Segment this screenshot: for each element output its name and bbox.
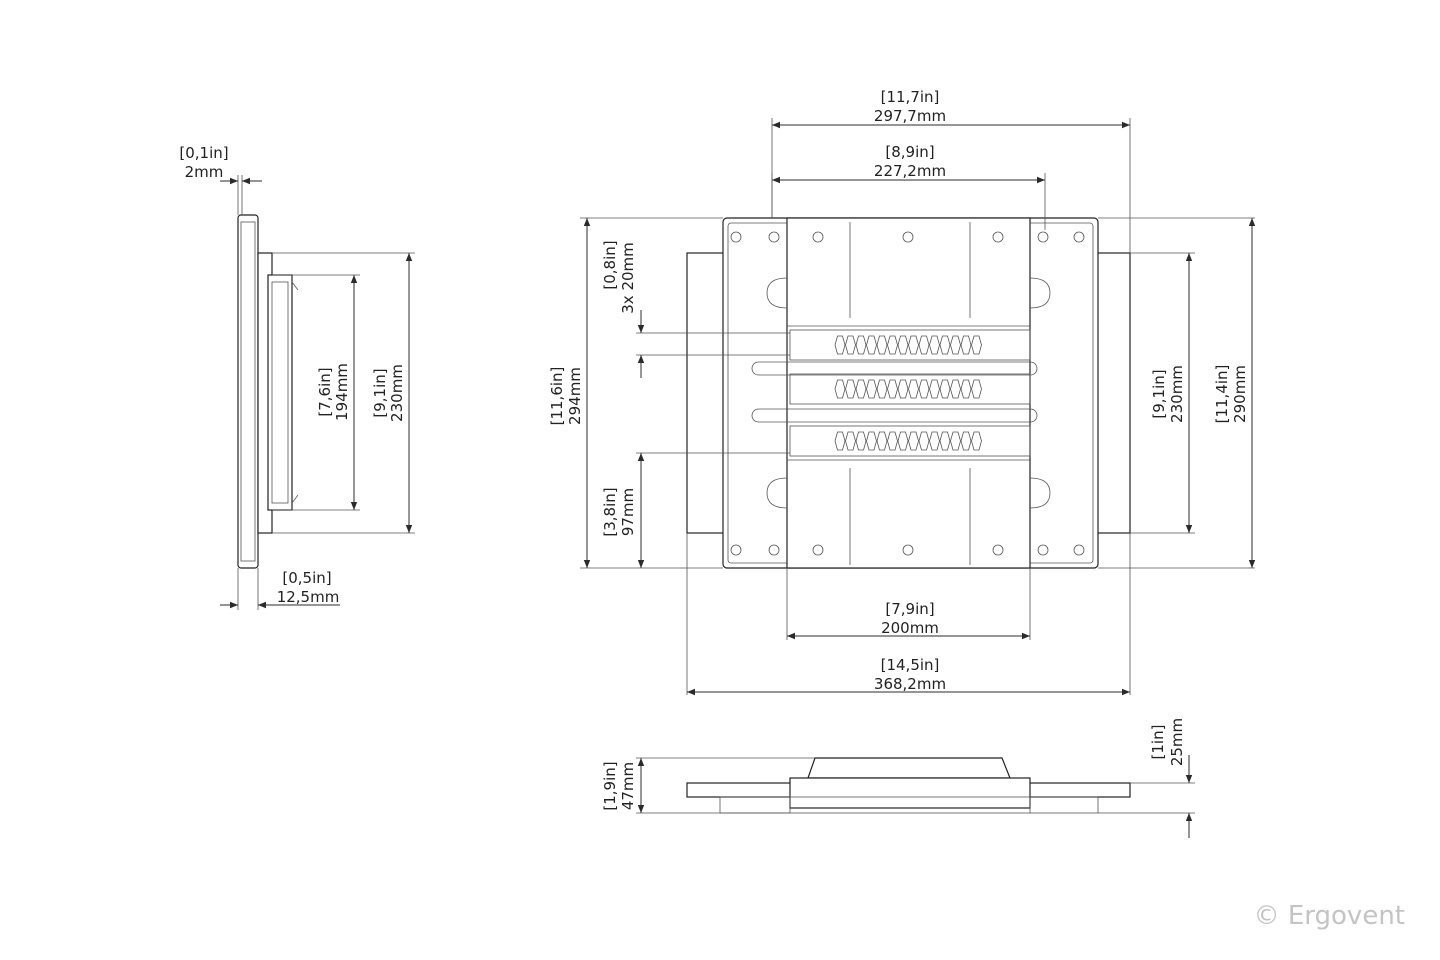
mesh-cell — [866, 379, 877, 399]
front-slot-pitch-inch: [0,8in] — [601, 240, 619, 289]
front-slot-pitch-mm: 3x 20mm — [619, 242, 637, 314]
front-inner-mm: 230mm — [1168, 365, 1186, 423]
side-inner-mm: 194mm — [333, 363, 351, 421]
mesh-cell — [897, 431, 909, 451]
mesh-cell — [845, 335, 856, 355]
bottom-bracket — [789, 777, 1031, 809]
mesh-cell — [845, 379, 856, 399]
mesh-cell — [918, 379, 930, 399]
mesh-cell — [887, 431, 898, 451]
front-vesa-mm: 200mm — [881, 619, 939, 637]
mesh-cell — [845, 431, 856, 451]
mesh-cell — [950, 431, 961, 451]
front-outer-inch: [11,4in] — [1213, 365, 1231, 424]
mesh-cell — [929, 431, 940, 451]
bottom-view: [1,9in] 47mm [1in] 25mm — [601, 718, 1195, 838]
mesh-cell — [971, 431, 982, 451]
side-depth-mm: 12,5mm — [277, 588, 340, 606]
mesh-cell — [960, 335, 972, 355]
side-thickness-mm: 2mm — [185, 163, 224, 181]
front-plate-height-mm: 294mm — [566, 367, 584, 425]
front-lower-offset-mm: 97mm — [619, 488, 637, 536]
mesh-cell — [971, 379, 982, 399]
mesh-cell — [918, 431, 930, 451]
side-outer-mm: 230mm — [388, 364, 406, 422]
bottom-clearance-mm: 25mm — [1168, 718, 1186, 766]
mesh-cell — [855, 431, 867, 451]
mesh-panels — [789, 329, 1031, 457]
front-hole-span-inch: [8,9in] — [885, 143, 934, 161]
side-depth-inch: [0,5in] — [282, 569, 331, 587]
mount-slot-upper — [751, 361, 1038, 376]
side-outer-inch: [9,1in] — [371, 368, 389, 417]
mesh-cell — [834, 335, 846, 355]
copyright-text: © Ergovent — [1254, 901, 1405, 931]
mesh-cell — [908, 431, 919, 451]
mounting-holes — [730, 231, 1085, 556]
mesh-cell — [897, 379, 909, 399]
mesh-cell — [960, 379, 972, 399]
side-view: [0,1in] 2mm [7,6in] 194mm [9,1in] 230mm … — [179, 144, 415, 610]
mesh-cell — [971, 335, 982, 355]
mesh-cell — [908, 335, 919, 355]
front-view: [11,7in] 297,7mm [8,9in] 227,2mm [11,6in… — [548, 88, 1256, 696]
mesh-cell — [887, 335, 898, 355]
mesh-cell — [876, 379, 888, 399]
mesh-cell — [876, 335, 888, 355]
mesh-cell — [866, 335, 877, 355]
mesh-cell — [950, 335, 961, 355]
mesh-cell — [834, 431, 846, 451]
mesh-cell — [950, 379, 961, 399]
mesh-cell — [855, 335, 867, 355]
mount-slot-lower — [751, 408, 1038, 423]
mesh-cell — [908, 379, 919, 399]
mesh-cell — [929, 379, 940, 399]
front-top-width-inch: [11,7in] — [881, 88, 940, 106]
mesh-cell — [918, 335, 930, 355]
mesh-cell — [866, 431, 877, 451]
bottom-height-mm: 47mm — [619, 762, 637, 810]
front-overall-width-mm: 368,2mm — [874, 675, 946, 693]
mesh-cell — [834, 379, 846, 399]
front-vesa-inch: [7,9in] — [885, 600, 934, 618]
front-top-width-mm: 297,7mm — [874, 107, 946, 125]
front-lower-offset-inch: [3,8in] — [601, 487, 619, 536]
mesh-cell — [929, 335, 940, 355]
mesh-cell — [939, 335, 951, 355]
front-overall-width-inch: [14,5in] — [881, 656, 940, 674]
mesh-cell — [876, 431, 888, 451]
mesh-cell — [960, 431, 972, 451]
bottom-height-inch: [1,9in] — [601, 761, 619, 810]
front-center-bracket — [786, 217, 1031, 569]
mesh-cell — [887, 379, 898, 399]
bottom-top-housing — [807, 757, 1011, 779]
front-inner-inch: [9,1in] — [1150, 369, 1168, 418]
bottom-clearance-inch: [1in] — [1149, 725, 1167, 760]
mesh-cell — [855, 379, 867, 399]
mesh-cell — [939, 431, 951, 451]
front-hole-span-mm: 227,2mm — [874, 162, 946, 180]
front-outer-mm: 290mm — [1231, 365, 1249, 423]
side-inner-inch: [7,6in] — [316, 367, 334, 416]
side-plate-inner — [240, 221, 256, 562]
mesh-cell — [897, 335, 909, 355]
front-plate-height-inch: [11,6in] — [548, 367, 566, 426]
mesh-cell — [939, 379, 951, 399]
side-thickness-inch: [0,1in] — [179, 144, 228, 162]
